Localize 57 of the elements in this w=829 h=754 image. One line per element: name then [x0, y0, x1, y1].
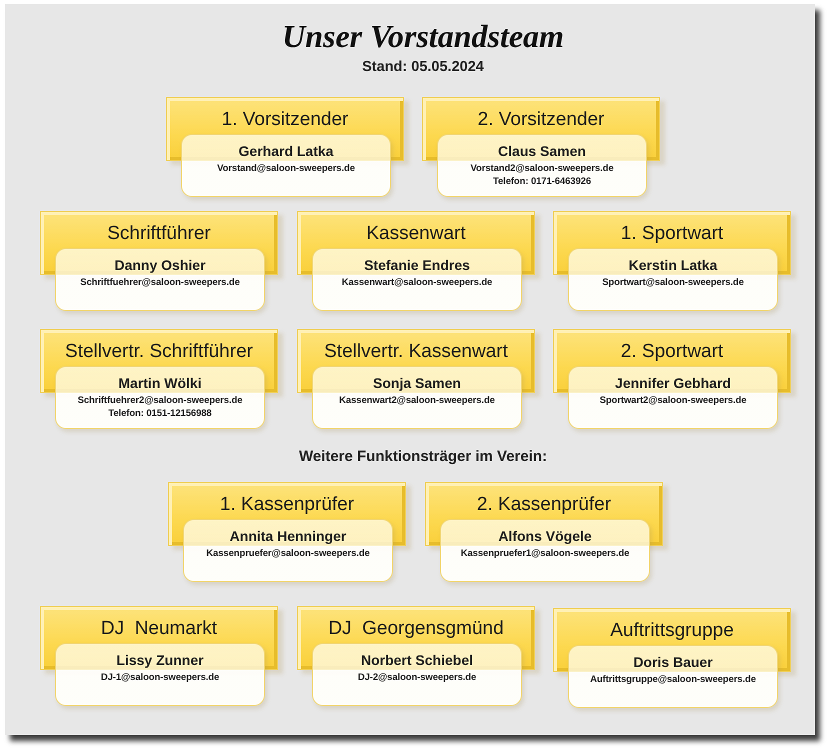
email-address: Kassenpruefer@saloon-sweepers.de: [206, 547, 370, 560]
contact-card: [312, 248, 522, 311]
person-name: Alfons Vögele: [498, 527, 592, 546]
role-title: Stellvertr. Schriftführer: [65, 341, 253, 363]
email-address: Kassenpruefer1@saloon-sweepers.de: [460, 547, 630, 560]
phone-number: Telefon: 0151-12156988: [108, 407, 212, 420]
role-title: 1. Vorsitzender: [222, 109, 348, 131]
person-name: Jennifer Gebhard: [615, 374, 731, 393]
role-title: Stellvertr. Kassenwart: [324, 341, 508, 363]
contact-card: [312, 366, 522, 429]
role-title: 1. Sportwart: [620, 223, 724, 245]
contact-card: [568, 366, 778, 429]
role-title: 1. Kassenprüfer: [220, 494, 354, 516]
role-title: Kassenwart: [366, 223, 466, 245]
section-heading: Weitere Funktionsträger im Verein:: [298, 447, 548, 467]
email-address: Vorstand2@saloon-sweepers.de: [470, 162, 614, 175]
email-address: Sportwart2@saloon-sweepers.de: [600, 394, 746, 407]
role-title: 2. Sportwart: [620, 341, 724, 363]
person-name: Gerhard Latka: [238, 142, 334, 161]
contact-card: [181, 134, 391, 197]
email-address: Auftrittsgruppe@saloon-sweepers.de: [590, 673, 756, 686]
contact-card: [437, 134, 647, 197]
contact-card: [55, 366, 265, 429]
date-label: Stand: 05.05.2024: [362, 58, 484, 77]
contact-card: [440, 519, 650, 582]
email-address: DJ-2@saloon-sweepers.de: [358, 671, 476, 684]
role-title: 2. Kassenprüfer: [476, 494, 612, 516]
person-name: Sonja Samen: [373, 374, 461, 393]
person-name: Stefanie Endres: [364, 256, 470, 275]
email-address: Kassenwart2@saloon-sweepers.de: [339, 394, 495, 407]
person-name: Norbert Schiebel: [360, 651, 474, 670]
email-address: Sportwart@saloon-sweepers.de: [602, 276, 744, 289]
role-title: 2. Vorsitzender: [478, 109, 604, 131]
person-name: Kerstin Latka: [628, 256, 718, 275]
contact-card: [568, 645, 778, 708]
email-address: Schriftfuehrer@saloon-sweepers.de: [80, 276, 240, 289]
contact-card: [568, 248, 778, 311]
contact-card: [55, 248, 265, 311]
email-address: Schriftfuehrer2@saloon-sweepers.de: [78, 394, 242, 407]
role-title: Auftrittsgruppe: [610, 620, 734, 642]
email-address: Vorstand@saloon-sweepers.de: [217, 162, 355, 175]
contact-card: [312, 643, 522, 706]
person-name: Martin Wölki: [118, 374, 202, 393]
role-title: Schriftführer: [107, 223, 211, 245]
person-name: Annita Henninger: [230, 527, 346, 546]
person-name: Danny Oshier: [114, 256, 206, 275]
email-address: Kassenwart@saloon-sweepers.de: [342, 276, 492, 289]
person-name: Doris Bauer: [633, 653, 713, 672]
phone-number: Telefon: 0171-6463926: [492, 175, 592, 188]
contact-card: [55, 643, 265, 706]
email-address: DJ-1@saloon-sweepers.de: [100, 671, 220, 684]
page-title: Unser Vorstandsteam: [282, 17, 564, 55]
person-name: Claus Samen: [498, 142, 586, 161]
role-title: DJ Neumarkt: [100, 618, 218, 640]
contact-card: [183, 519, 393, 582]
role-title: DJ Georgensgmünd: [328, 618, 504, 640]
person-name: Lissy Zunner: [116, 651, 204, 670]
